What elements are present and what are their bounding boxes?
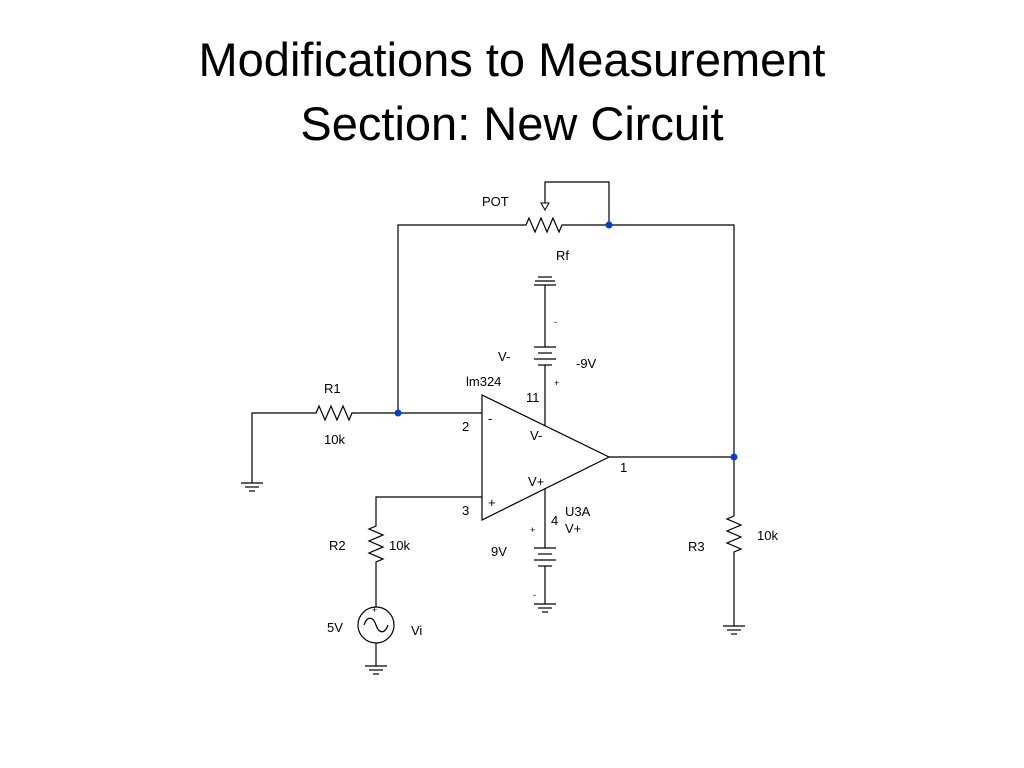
positive-supply-battery: + - V+ 9V [491,520,581,604]
ground-symbol-r1 [241,482,263,492]
ground-symbol-pos-supply [534,603,556,613]
source-name: Vi [411,623,422,638]
junction-node-pot [605,221,613,229]
resistor-r1: R1 10k [251,381,482,483]
ground-symbol-r3 [723,625,745,635]
feedback-wires [397,181,735,516]
resistor-r3: R3 10k [688,515,778,626]
vplus-pin-label: V+ [528,474,544,489]
pot-name: Rf [556,248,569,263]
neg-supply-plus: + [554,378,559,388]
pos-supply-minus: - [533,590,536,600]
neg-supply-minus: - [554,317,557,327]
pos-supply-name: V+ [565,521,581,536]
pos-supply-plus: + [530,525,535,535]
pin-vplus-number: 4 [551,513,558,528]
r3-name: R3 [688,539,705,554]
ground-symbol-neg-supply [534,276,556,286]
opamp-part: lm324 [466,374,501,389]
source-value: 5V [327,620,343,635]
pos-supply-value: 9V [491,544,507,559]
r3-value: 10k [757,528,778,543]
r1-name: R1 [324,381,341,396]
title-line-1: Modifications to Measurement [198,33,826,86]
opamp-instance: U3A [565,504,591,519]
r2-name: R2 [329,538,346,553]
neg-supply-name: V- [498,349,510,364]
negative-supply-battery: - + V- -9V [498,285,597,395]
pot-label: POT [482,194,509,209]
junction-node-inverting [394,409,402,417]
noninv-input-sign: + [488,495,496,510]
pin-noninv-number: 3 [462,503,469,518]
junction-node-output [730,453,738,461]
potentiometer-rf: POT Rf [482,194,569,263]
pin-out-number: 1 [620,460,627,475]
pin-inv-number: 2 [462,419,469,434]
pin-vminus-number: 11 [526,390,540,405]
resistor-r2: R2 10k [329,496,482,607]
vminus-pin-label: V- [530,428,542,443]
opamp-u3a: lm324 U3A 2 3 1 11 4 - + V- V+ [462,374,734,528]
ac-source-vi: + 5V Vi [327,605,422,666]
neg-supply-value: -9V [576,356,597,371]
r2-value: 10k [389,538,410,553]
title-line-2: Section: New Circuit [300,97,724,150]
ground-symbol-source [365,665,387,675]
source-plus: + [372,605,377,615]
inv-input-sign: - [488,411,492,426]
slide-title: Modifications to Measurement Section: Ne… [0,28,1024,156]
r1-value: 10k [324,432,345,447]
